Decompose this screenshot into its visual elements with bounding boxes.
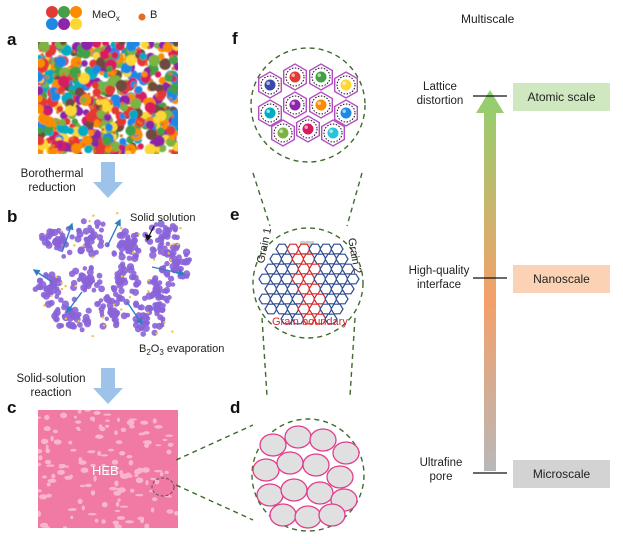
boron-legend-icon	[138, 13, 146, 21]
zoom-cascade	[175, 47, 366, 532]
meox-legend-icon	[46, 6, 82, 30]
borothermal-arrow-icon	[93, 162, 123, 198]
panel-d-letter: d	[230, 398, 241, 417]
meox-legend-label: MeOx	[92, 9, 120, 24]
solid-solution-network	[32, 212, 192, 337]
heb-label: HEB	[92, 463, 119, 478]
nanoscale-box: Nanoscale	[513, 265, 610, 293]
multiscale-title: Multiscale	[461, 12, 515, 26]
panel-a-letter: a	[7, 30, 17, 49]
solid-solution-pointer-icon	[145, 225, 155, 241]
panel-b-letter: b	[7, 207, 18, 226]
grain-boundary-label: Grain boundary	[272, 316, 348, 328]
panel-e-letter: e	[230, 205, 240, 224]
solid-solution-label: Solid solution	[130, 212, 196, 224]
panel-f-letter: f	[232, 29, 238, 48]
boron-legend-label: B	[150, 9, 158, 21]
heb-bulk	[38, 410, 178, 528]
b2o3-evaporation-label: B2O3 evaporation	[139, 343, 225, 358]
scale-gradient-arrow-icon	[473, 90, 507, 474]
atomic-scale-box: Atomic scale	[513, 83, 610, 111]
solid-solution-arrow-icon	[93, 368, 123, 404]
mixed-oxide-powder	[38, 42, 178, 154]
microscale-box: Microscale	[513, 460, 610, 488]
panel-c-letter: c	[7, 398, 17, 417]
